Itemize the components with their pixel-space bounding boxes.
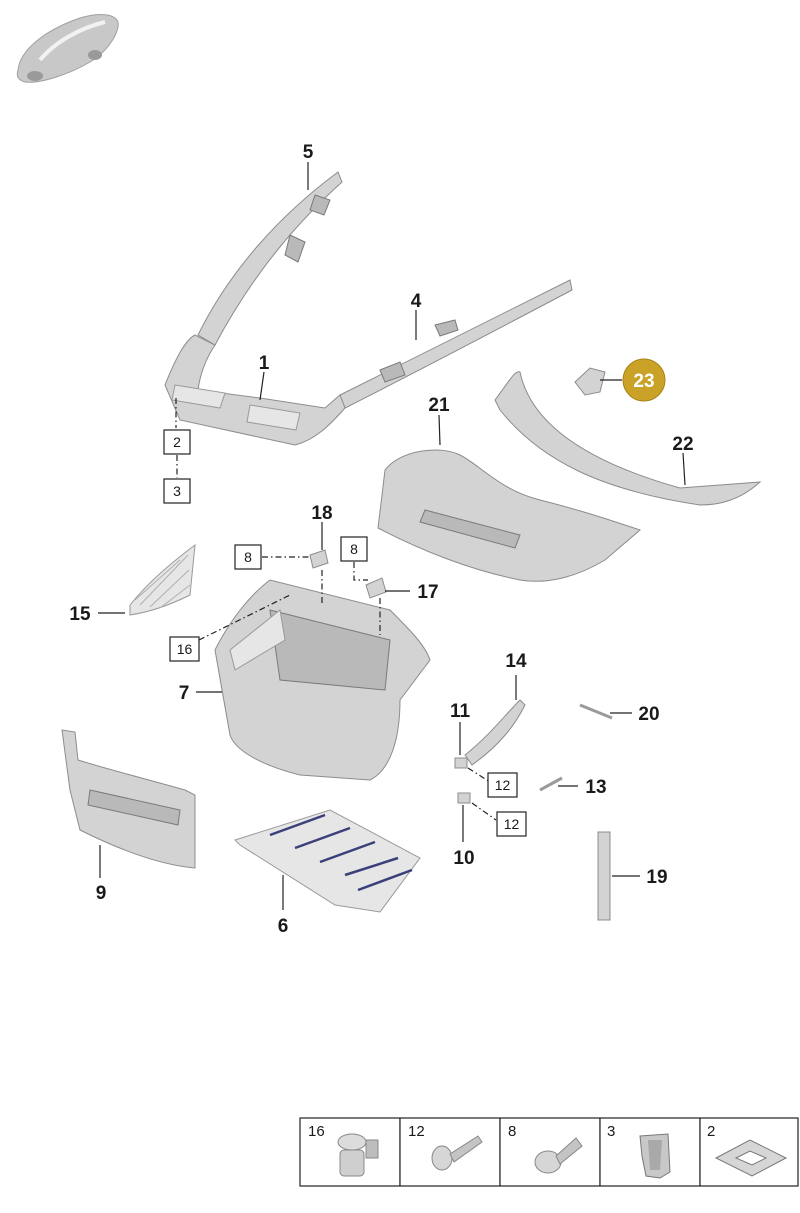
callout-19[interactable]: 19 [646, 867, 667, 888]
callout-21[interactable]: 21 [428, 395, 450, 416]
part-22-trim[interactable] [494, 371, 762, 506]
callout-20[interactable]: 20 [638, 704, 659, 725]
callout-23-highlight[interactable]: 23 [622, 358, 666, 402]
boxed-ref-8-left-label: 8 [244, 549, 252, 565]
part-1-frame[interactable] [164, 334, 346, 446]
part-5-trim[interactable] [197, 171, 343, 346]
part-18-clip[interactable] [309, 549, 329, 569]
legend-number-12: 12 [408, 1123, 425, 1140]
part-23-bracket[interactable] [574, 367, 606, 396]
callout-9[interactable]: 9 [96, 883, 107, 904]
legend-number-2: 2 [707, 1123, 715, 1140]
callout-1[interactable]: 1 [259, 353, 270, 374]
boxed-ref-16[interactable]: 16 [169, 636, 200, 662]
boxed-ref-8-right[interactable]: 8 [340, 536, 368, 562]
legend-number-8: 8 [508, 1123, 516, 1140]
legend-cell-2[interactable]: 2 [699, 1117, 799, 1187]
legend-number-16: 16 [308, 1123, 325, 1140]
part-4-trim[interactable] [339, 279, 573, 409]
callout-17[interactable]: 17 [417, 582, 438, 603]
boxed-ref-12-upper[interactable]: 12 [487, 772, 518, 798]
boxed-ref-3-label: 3 [173, 483, 181, 499]
callout-15[interactable]: 15 [69, 604, 91, 625]
legend-cell-3[interactable]: 3 [599, 1117, 701, 1187]
callout-5[interactable]: 5 [303, 142, 314, 163]
legend-cell-12[interactable]: 12 [399, 1117, 501, 1187]
callout-23[interactable]: 23 [633, 371, 654, 392]
callout-13[interactable]: 13 [585, 777, 606, 798]
boxed-ref-3[interactable]: 3 [163, 478, 191, 504]
part-7-tub[interactable] [214, 579, 431, 781]
leader-lines [98, 162, 686, 910]
part-15-mesh[interactable] [129, 543, 196, 616]
boxed-ref-16-label: 16 [177, 641, 193, 657]
callout-18[interactable]: 18 [311, 503, 332, 524]
screw-icon [431, 1135, 483, 1171]
boxed-ref-8-left[interactable]: 8 [234, 544, 262, 570]
boxed-ref-12-upper-label: 12 [495, 777, 511, 793]
legend-cell-16[interactable]: 16 [299, 1117, 401, 1187]
part-6-slats[interactable] [234, 809, 421, 913]
legend-cell-8[interactable]: 8 [499, 1117, 601, 1187]
legend-number-3: 3 [607, 1123, 615, 1140]
boxed-ref-12-lower[interactable]: 12 [496, 811, 527, 837]
expanding-clip-icon [534, 1137, 583, 1174]
part-10-clip[interactable] [457, 792, 471, 804]
part-14-panel[interactable] [464, 699, 526, 766]
callout-22[interactable]: 22 [672, 434, 693, 455]
callout-6[interactable]: 6 [278, 916, 289, 937]
callout-7[interactable]: 7 [179, 683, 190, 704]
callout-10[interactable]: 10 [453, 848, 474, 869]
foam-pad-icon [714, 1139, 788, 1177]
push-rivet-icon [337, 1133, 379, 1177]
spring-nut-icon [639, 1133, 671, 1179]
part-9-panel[interactable] [61, 729, 196, 869]
callout-11[interactable]: 11 [450, 701, 471, 722]
boxed-ref-8-right-label: 8 [350, 541, 358, 557]
car-thumbnail-icon[interactable] [16, 14, 119, 83]
fastener-legend: 16 12 8 3 [299, 1117, 799, 1187]
part-20-rod[interactable] [579, 703, 613, 720]
part-13-pin[interactable] [539, 776, 563, 792]
callout-4[interactable]: 4 [411, 291, 422, 312]
part-11-clip[interactable] [454, 757, 468, 769]
boxed-ref-2-label: 2 [173, 434, 181, 450]
boxed-ref-2[interactable]: 2 [163, 429, 191, 455]
part-17-clip[interactable] [365, 577, 387, 599]
part-21-panel[interactable] [377, 449, 641, 582]
part-19-strap[interactable] [597, 831, 611, 921]
highlight-circle [622, 358, 666, 402]
callout-14[interactable]: 14 [505, 651, 527, 672]
boxed-ref-12-lower-label: 12 [504, 816, 520, 832]
